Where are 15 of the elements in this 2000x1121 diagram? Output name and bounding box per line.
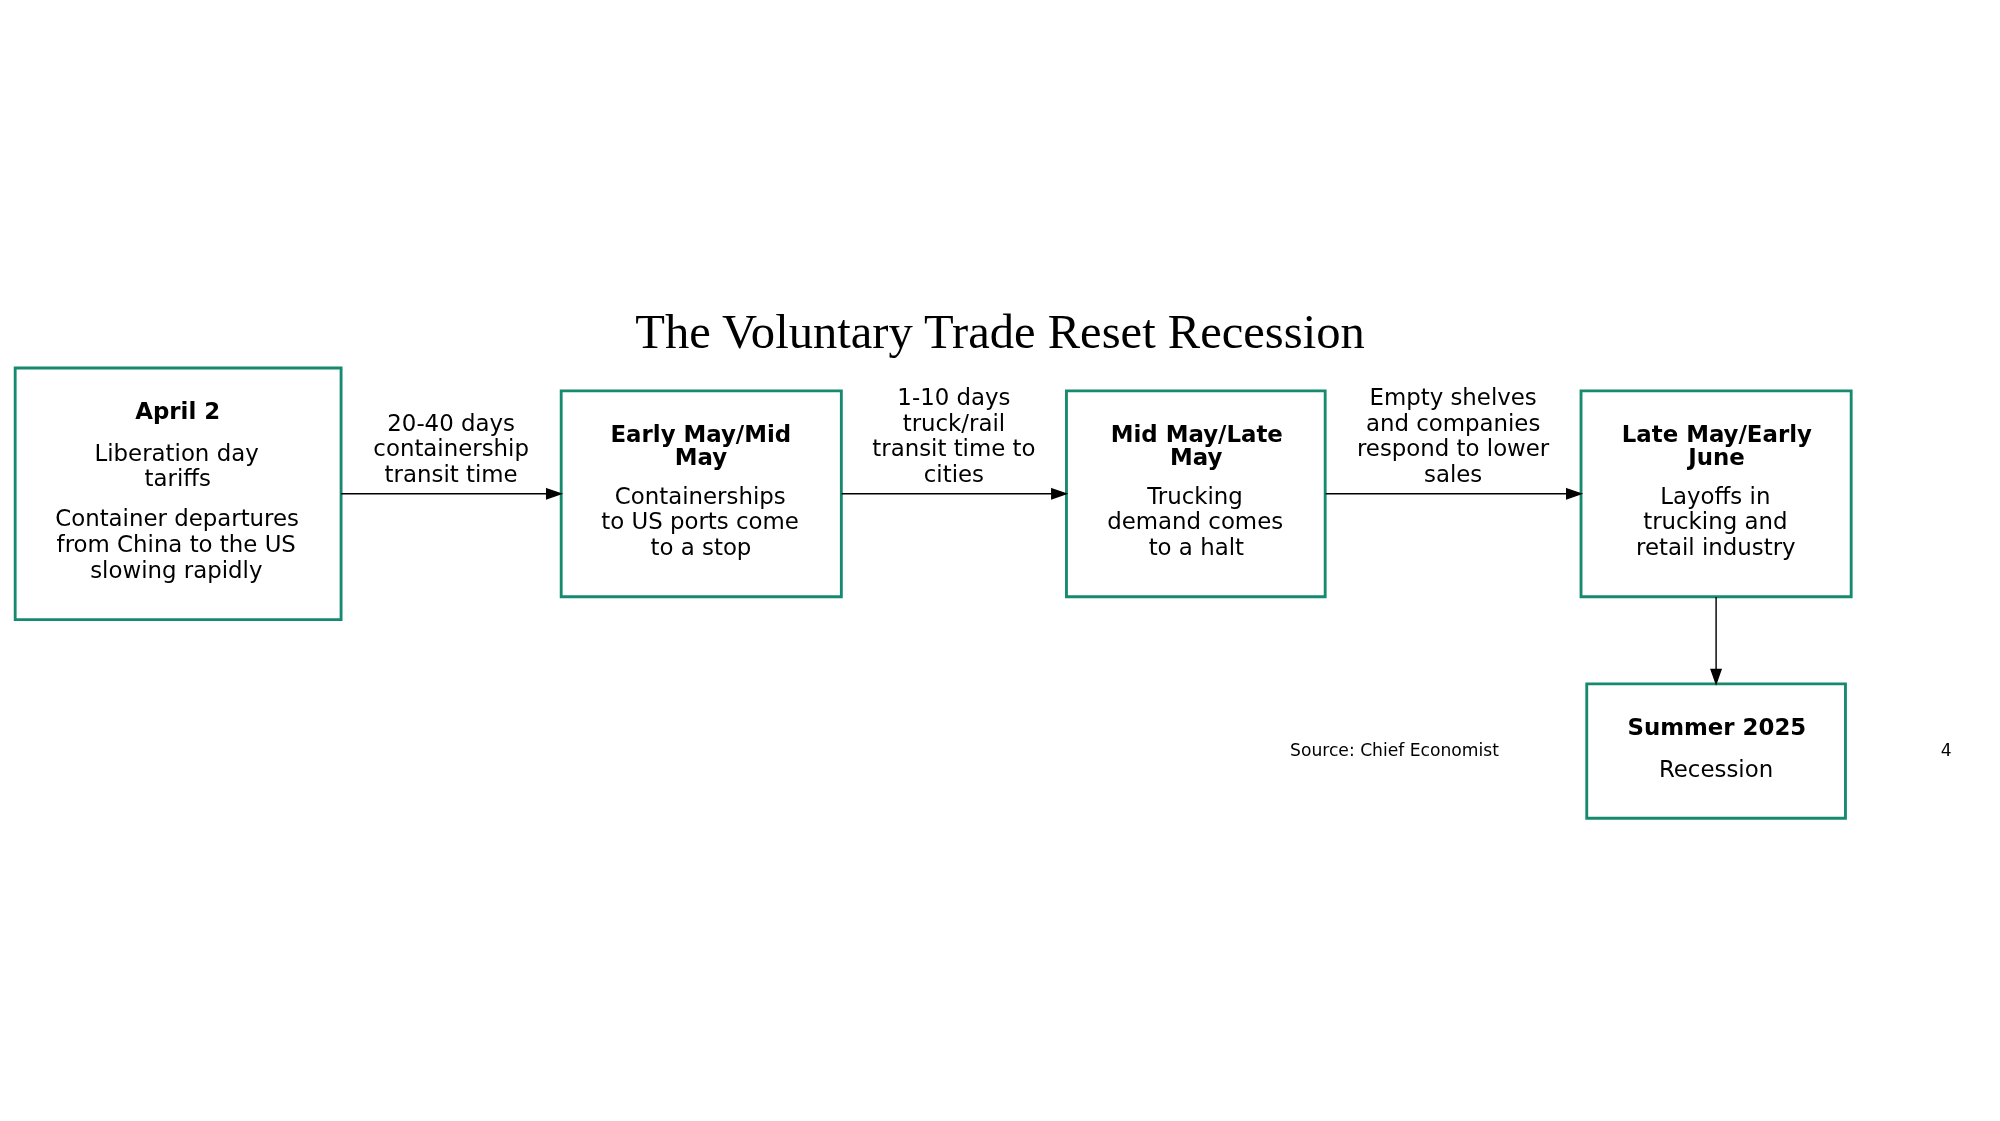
label: Source: Chief Economist (1290, 739, 1499, 760)
node-box: Early May/Mid May Containerships to US ports come to a stop (559, 389, 843, 598)
diagram-title: The Voluntary Trade Reset Recession (635, 304, 1365, 359)
arrow (340, 487, 564, 500)
arrow (840, 487, 1069, 500)
node-box: Mid May/Late May Trucking demand comes to a halt (1065, 389, 1327, 598)
edge-label: 1-10 days truck/rail transit time to cities (872, 383, 1036, 487)
node-box: Summer 2025 Recession (1585, 682, 1847, 820)
node-box: April 2 Liberation day tariffs Container departures from China to the US slowing rapidly (13, 366, 343, 621)
edge-label: Empty shelves and companies respond to lower sales (1356, 383, 1550, 487)
node-box: Late May/Early June Layoffs in trucking and retail industry (1579, 389, 1853, 598)
edge-label: 20-40 days containership transit time (373, 409, 529, 487)
arrow (1325, 487, 1584, 500)
label: 4 (1940, 739, 1952, 760)
arrow (1710, 595, 1723, 686)
